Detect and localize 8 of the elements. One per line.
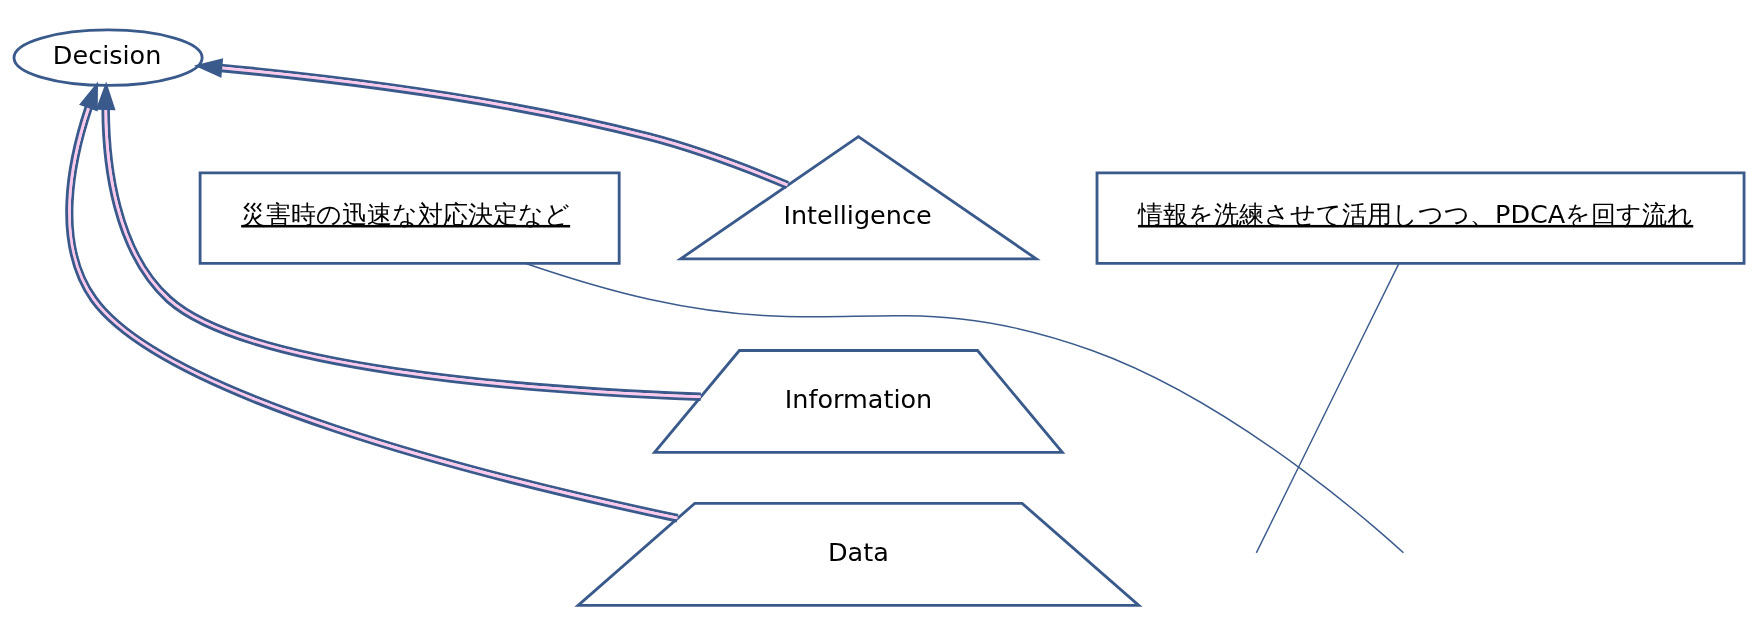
arrow: [194, 57, 790, 189]
arrow: [95, 81, 701, 401]
connector: [1255, 262, 1400, 554]
node-box: 災害時の迅速な対応決定など: [198, 170, 621, 265]
node-ellipse: Decision: [12, 28, 204, 87]
connector: [525, 262, 1405, 554]
node-box: 情報を洗練させて活用しつつ、PDCAを回す流れ: [1095, 170, 1746, 265]
arrow: [65, 81, 679, 522]
